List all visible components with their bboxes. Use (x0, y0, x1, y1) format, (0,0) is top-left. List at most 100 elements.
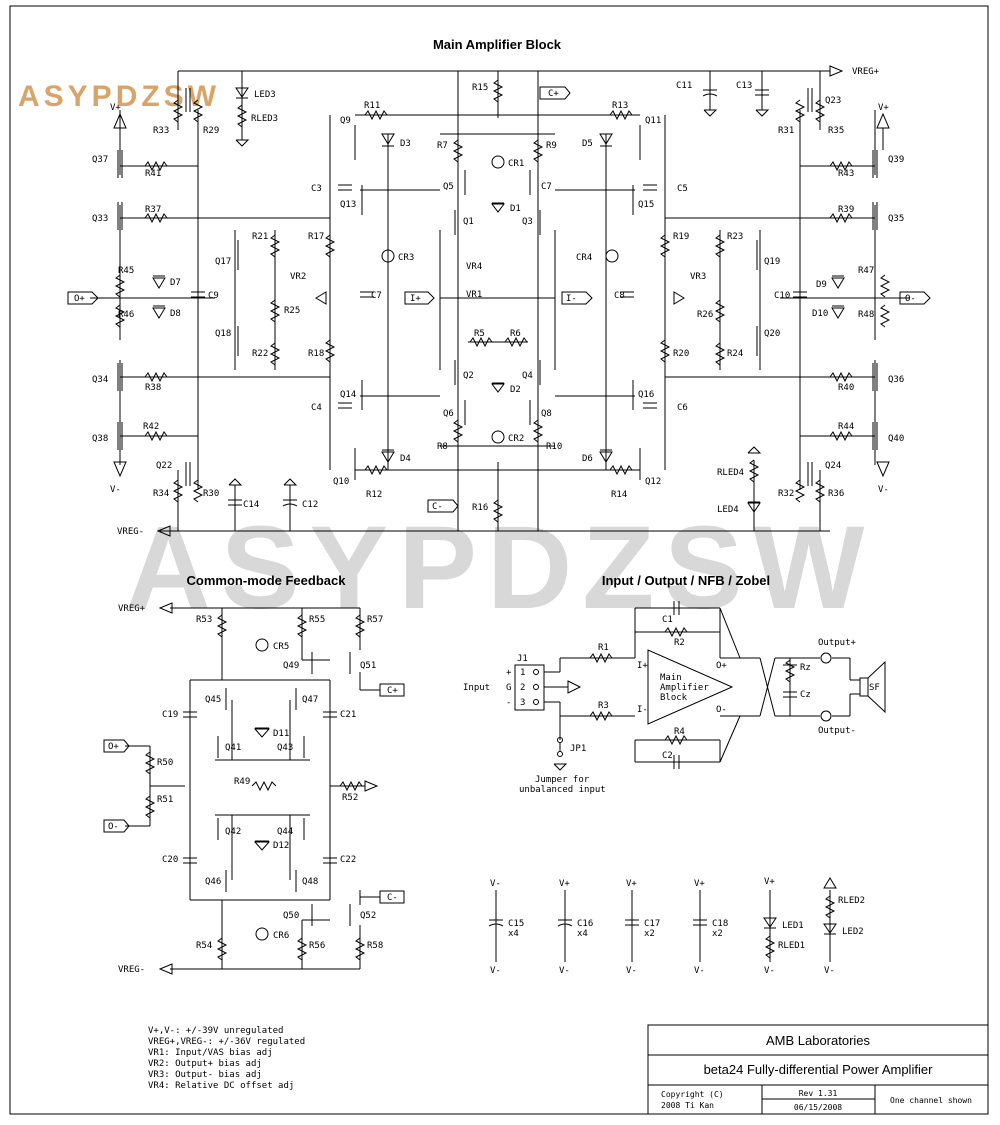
label-vneg-left: V- (110, 485, 121, 495)
label-LED4: LED4 (717, 505, 739, 515)
section-title-main: Main Amplifier Block (433, 37, 562, 52)
label-LED1: LED1 (782, 921, 804, 931)
label-amp-out-p: O+ (716, 661, 727, 671)
copyright-line2: 2008 Ti Kan (661, 1101, 714, 1110)
label-C18: C18 (712, 919, 728, 929)
watermark-text: ASYPDZSW (126, 502, 875, 634)
label-RLED4: RLED4 (717, 468, 744, 478)
label-opos-left: O+ (74, 294, 85, 304)
label-pin2: 2 (520, 683, 525, 693)
label-R5: R5 (474, 329, 485, 339)
label-R4: R4 (674, 727, 685, 737)
label-R30: R30 (203, 489, 219, 499)
label-R49: R49 (234, 777, 250, 787)
company-name: AMB Laboratories (766, 1033, 871, 1048)
label-D6: D6 (582, 454, 593, 464)
label-J1: J1 (517, 654, 528, 664)
label-C21: C21 (340, 710, 356, 720)
label-C9: C9 (208, 291, 219, 301)
label-D5: D5 (582, 139, 593, 149)
note-line: VR1: Input/VAS bias adj (148, 1048, 273, 1058)
label-Q16: Q16 (638, 390, 654, 400)
label-amp-line1: Main (660, 673, 682, 683)
scope-note: One channel shown (890, 1096, 972, 1105)
label-pin1: 1 (520, 668, 525, 678)
label-R54: R54 (196, 941, 212, 951)
speaker-magnet (859, 677, 869, 697)
label-Q11: Q11 (645, 116, 661, 126)
label-R21: R21 (252, 232, 268, 242)
label-D11: D11 (273, 729, 289, 739)
label-LED2: LED2 (842, 927, 864, 937)
label-R16: R16 (472, 503, 488, 513)
label-bp-v-neg-3: V- (626, 966, 637, 976)
label-bp-v-pos-2: V+ (559, 879, 570, 889)
label-R13: R13 (612, 101, 628, 111)
label-Q42: Q42 (225, 827, 241, 837)
label-R42: R42 (143, 422, 159, 432)
label-R48: R48 (858, 310, 874, 320)
notes-block: V+,V-: +/-39V unregulated VREG+,VREG-: +… (148, 1026, 305, 1091)
label-R3: R3 (598, 701, 609, 711)
label-D4: D4 (400, 454, 411, 464)
label-amp-line2: Amplifier (660, 683, 709, 693)
label-Cz: Cz (800, 690, 811, 700)
label-D7: D7 (170, 278, 181, 288)
label-D3: D3 (400, 139, 411, 149)
label-vreg-pos-main: VREG+ (852, 67, 880, 77)
label-C17-count: x2 (644, 929, 655, 939)
label-R12: R12 (366, 490, 382, 500)
label-C11: C11 (676, 81, 692, 91)
label-ineg: I- (566, 294, 577, 304)
label-jumper1: Jumper for (535, 775, 590, 785)
main-amplifier-wiring (90, 65, 910, 537)
label-C16-count: x4 (577, 929, 588, 939)
label-amp-out-m: O- (716, 705, 727, 715)
label-Q4: Q4 (522, 371, 533, 381)
label-R24: R24 (727, 349, 743, 359)
label-R58: R58 (367, 941, 383, 951)
revision: Rev 1.31 (799, 1089, 838, 1098)
label-bp-v-pos-4: V+ (694, 879, 705, 889)
label-vneg-right: V- (878, 485, 889, 495)
label-R26: R26 (697, 310, 713, 320)
label-R43: R43 (838, 169, 854, 179)
label-CR3: CR3 (398, 253, 414, 263)
label-C20: C20 (162, 855, 178, 865)
label-C13: C13 (736, 81, 752, 91)
label-R57: R57 (367, 615, 383, 625)
label-Q46: Q46 (205, 877, 221, 887)
label-D12: D12 (273, 841, 289, 851)
label-ipos: I+ (410, 294, 421, 304)
label-plus: + (506, 668, 512, 678)
label-Q35: Q35 (888, 214, 904, 224)
label-Q5: Q5 (443, 182, 454, 192)
label-Q45: Q45 (205, 695, 221, 705)
label-R45: R45 (118, 266, 134, 276)
label-amp-in-p: I+ (637, 661, 648, 671)
label-VR3: VR3 (690, 272, 706, 282)
sheet-border (9, 5, 989, 1115)
label-opos-cmfb: O+ (108, 742, 119, 752)
label-RLED3: RLED3 (251, 114, 278, 124)
label-bp-v-pos-5: V+ (764, 877, 775, 887)
label-input: Input (463, 683, 490, 693)
label-amp-in-m: I- (637, 705, 648, 715)
label-R2: R2 (674, 638, 685, 648)
label-Q23: Q23 (825, 96, 841, 106)
label-CR4: CR4 (576, 253, 592, 263)
label-Q3: Q3 (522, 217, 533, 227)
label-Q17: Q17 (215, 257, 231, 267)
label-Q18: Q18 (215, 329, 231, 339)
label-R17: R17 (308, 232, 324, 242)
section-title-io: Input / Output / NFB / Zobel (602, 573, 770, 588)
label-C19: C19 (162, 710, 178, 720)
label-oneg-cmfb: O- (108, 822, 119, 832)
io-labels: C1 R2 J1 R1 R3 R4 C2 JP1 1 2 3 + G - Inp… (463, 615, 880, 795)
label-R11: R11 (364, 101, 380, 111)
label-output-neg: Output- (818, 726, 856, 736)
label-C18-count: x2 (712, 929, 723, 939)
label-R9: R9 (546, 141, 557, 151)
label-jumper2: unbalanced input (519, 785, 606, 795)
label-Q10: Q10 (333, 477, 349, 487)
